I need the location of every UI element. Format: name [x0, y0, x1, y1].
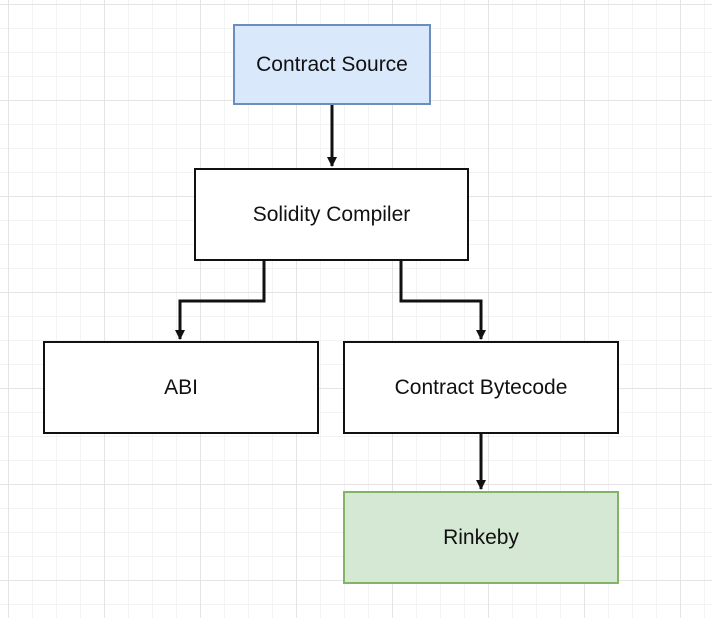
contract-source-label: Contract Source: [256, 52, 408, 76]
solidity-compiler-label: Solidity Compiler: [252, 202, 411, 226]
edge-compiler-to-abi: [175, 261, 266, 340]
rinkeby-node[interactable]: Rinkeby: [343, 491, 619, 584]
contract-bytecode-node[interactable]: Contract Bytecode: [343, 341, 619, 434]
edge-compiler-to-bytecode: [399, 261, 486, 340]
solidity-compiler-node[interactable]: Solidity Compiler: [194, 168, 469, 261]
contract-bytecode-label: Contract Bytecode: [394, 375, 568, 399]
contract-source-node[interactable]: Contract Source: [233, 24, 431, 105]
rinkeby-label: Rinkeby: [443, 525, 519, 549]
abi-node[interactable]: ABI: [43, 341, 319, 434]
abi-label: ABI: [164, 375, 198, 399]
